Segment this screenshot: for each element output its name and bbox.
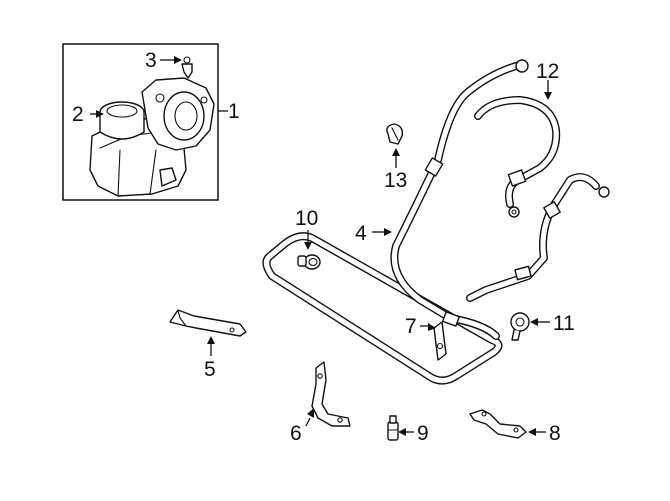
fitting-9 (387, 415, 399, 441)
bracket-8 (469, 409, 527, 439)
grommet-10 (297, 254, 321, 270)
pressure-hose-4 (390, 59, 529, 340)
hose-12 (474, 96, 561, 218)
pump-fitting-3 (181, 63, 193, 79)
callout-5: 5 (204, 358, 216, 381)
callout-labels: 1 2 3 4 5 6 7 8 9 10 11 12 13 (72, 49, 575, 445)
pump-bolt (155, 93, 165, 103)
arrow-4 (384, 228, 392, 236)
pump-assembly-group (62, 43, 219, 201)
pump-outlet-fitting (159, 167, 177, 187)
arrow-2 (96, 110, 104, 118)
callout-6: 6 (290, 422, 302, 445)
arrow-3 (174, 56, 182, 64)
arrow-10 (304, 242, 312, 250)
callout-3: 3 (145, 49, 157, 72)
pump-pulley-inner (174, 101, 198, 131)
leader-lines (90, 56, 552, 436)
hose-12-end (508, 206, 520, 218)
callout-12: 12 (536, 60, 559, 83)
arrow-11 (530, 318, 538, 326)
reservoir-cap-side (99, 111, 145, 140)
callout-8: 8 (549, 422, 561, 445)
callout-1: 1 (228, 100, 240, 123)
pump-pulley-hub (163, 91, 205, 141)
arrow-9 (398, 428, 406, 436)
clip-13 (386, 123, 404, 145)
bracket-6 (311, 361, 351, 427)
callout-4: 4 (355, 222, 367, 245)
cooler-line (466, 173, 610, 302)
cooler-line-crimp (543, 201, 561, 219)
callout-10: 10 (295, 207, 318, 230)
pressure-hose-crimp (424, 157, 444, 177)
return-hose-loop (262, 232, 503, 385)
arrow-7 (428, 323, 436, 331)
pump-assembly-box (62, 43, 219, 201)
arrow-5 (207, 336, 215, 344)
reservoir-cap-top (106, 104, 138, 118)
arrow-8 (528, 428, 536, 436)
hose-12-end-inner (511, 209, 517, 215)
clamp-11 (510, 312, 530, 341)
pressure-hose-crimp-2 (442, 311, 460, 327)
bracket-7 (433, 321, 447, 361)
callout-9: 9 (417, 422, 429, 445)
pump-bolt-2 (200, 96, 208, 104)
arrow-12 (544, 92, 552, 100)
callout-7: 7 (405, 315, 417, 338)
hose-12-crimp (507, 169, 527, 187)
callout-13: 13 (384, 169, 407, 192)
pump-fitting-3-top (183, 56, 191, 64)
arrow-13 (392, 148, 400, 156)
cooler-line-crimp-2 (514, 265, 532, 281)
bracket-5 (169, 309, 247, 337)
leader-6 (305, 417, 311, 427)
arrow-6 (307, 408, 314, 418)
callout-11: 11 (553, 312, 575, 335)
pressure-hose-end-fitting (515, 59, 529, 73)
cooler-line-end (598, 186, 610, 198)
callout-2: 2 (72, 103, 84, 126)
